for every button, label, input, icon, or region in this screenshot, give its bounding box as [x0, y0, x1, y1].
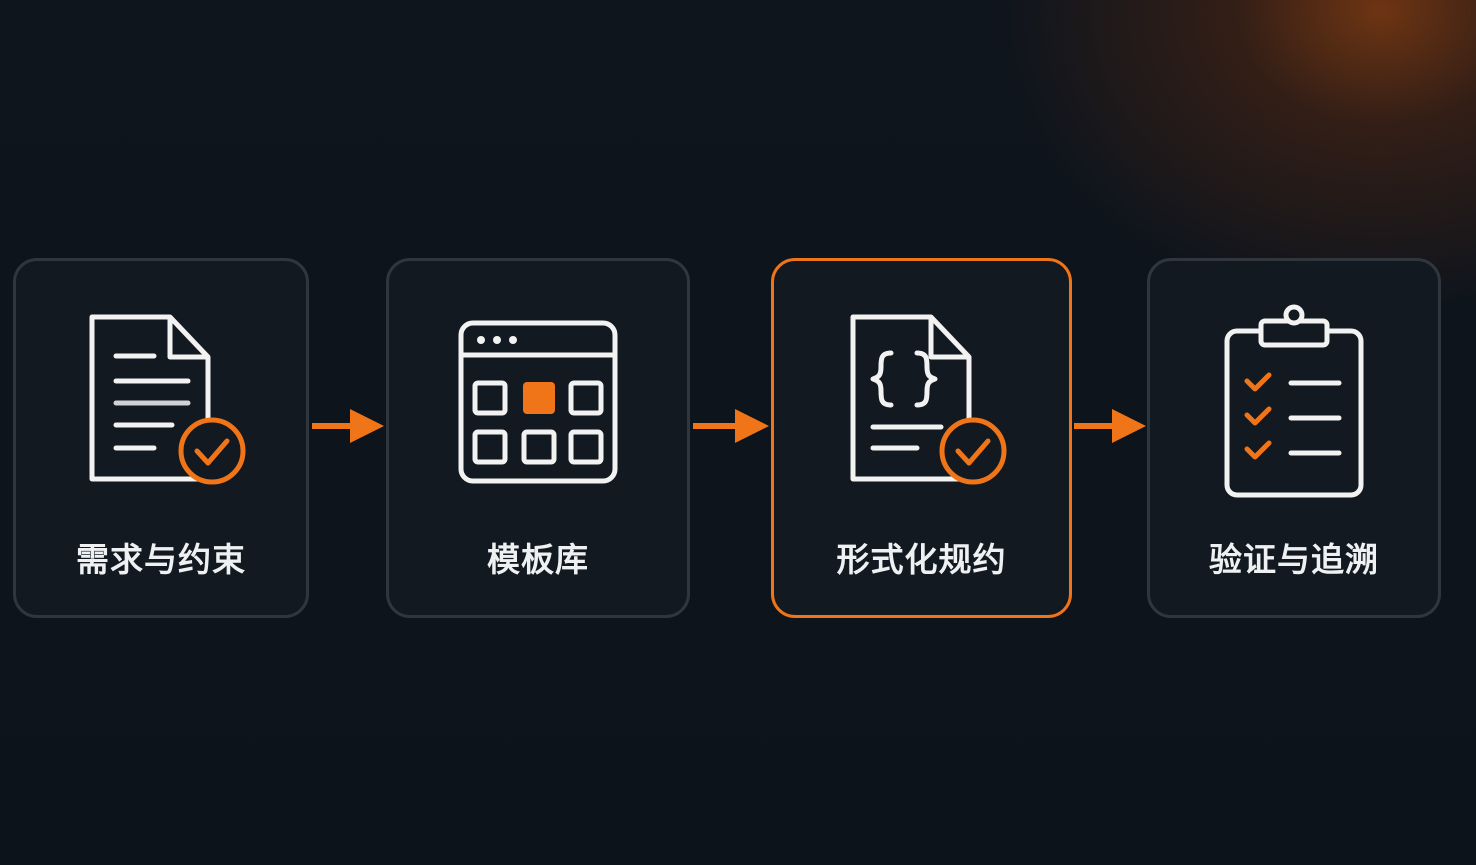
- step-card-verification-traceability: 验证与追溯: [1147, 258, 1441, 618]
- step-label: 模板库: [487, 540, 589, 579]
- step-card-requirements: 需求与约束: [13, 258, 309, 618]
- step-card-template-library: 模板库: [386, 258, 690, 618]
- document-check-icon: [76, 311, 246, 491]
- arrow-right-icon: [312, 409, 384, 443]
- step-label: 需求与约束: [76, 540, 246, 579]
- arrow-right-icon: [1074, 409, 1146, 443]
- code-document-check-icon: [837, 311, 1007, 491]
- step-label: 形式化规约: [836, 540, 1007, 579]
- clipboard-checklist-icon: [1209, 301, 1379, 501]
- step-label: 验证与追溯: [1209, 540, 1379, 579]
- template-grid-icon: [453, 311, 623, 491]
- arrow-right-icon: [693, 409, 769, 443]
- step-card-formal-specification: 形式化规约: [771, 258, 1072, 618]
